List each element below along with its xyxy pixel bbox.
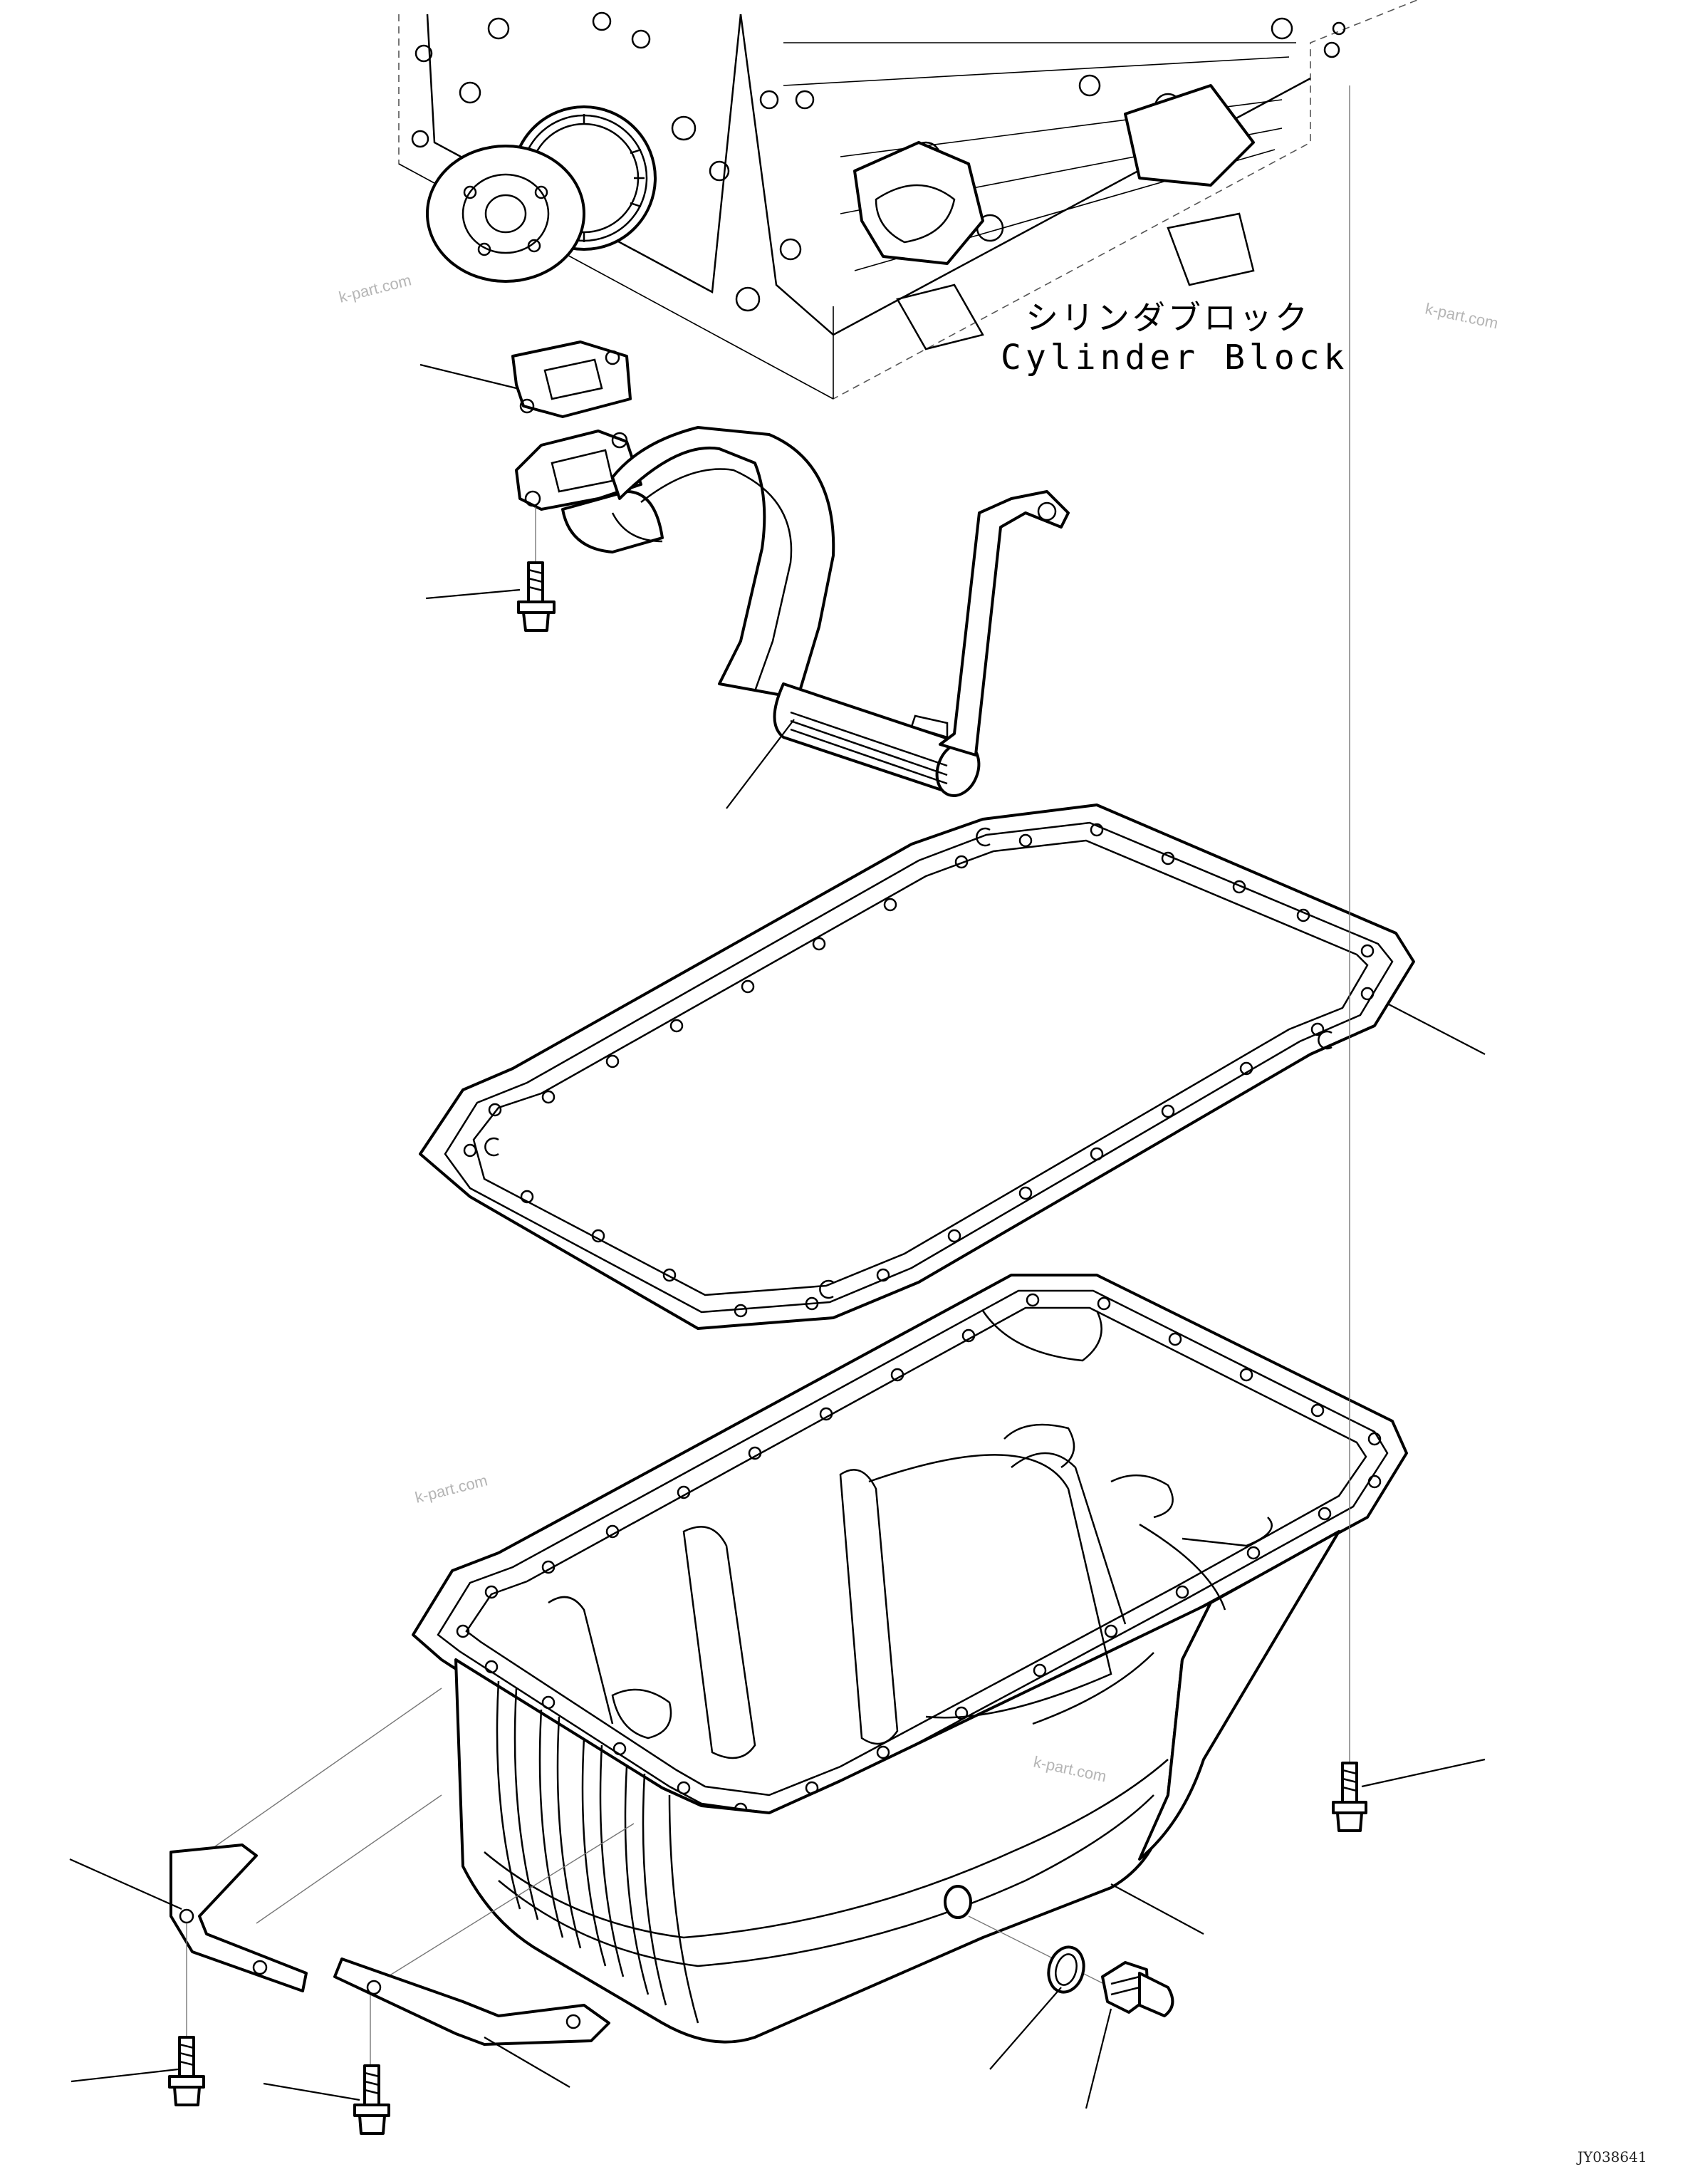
cylinder-block [398, 0, 1418, 400]
leader-line-drain-o-ring [989, 1987, 1062, 2070]
drawing-code: JY038641 [1576, 2148, 1647, 2165]
leader-line-oil-pan [1110, 1883, 1204, 1935]
stiffener-plate-right [333, 1957, 610, 2046]
phantom-line-plate-left [186, 1688, 442, 1867]
phantom-line-drain [968, 1915, 1126, 1995]
watermark-1: k-part.com [337, 271, 413, 306]
strainer-gasket [511, 340, 632, 418]
leader-line-stiffener-plate-right [484, 2037, 570, 2088]
watermark-2: k-part.com [1424, 299, 1500, 332]
leader-line-stiffener-plate-left [69, 1858, 182, 1910]
leader-line-strainer-bolt [425, 588, 521, 600]
oil-strainer-pipe [515, 426, 1070, 797]
cylinder-block-label-en: Cylinder Block [1001, 338, 1349, 378]
plate-bolt-2 [353, 2064, 390, 2135]
leader-line-oil-pan-bolt-right [1361, 1758, 1486, 1788]
cylinder-block-label: シリンダブロック Cylinder Block [1001, 298, 1349, 378]
cylinder-block-label-jp: シリンダブロック [1026, 298, 1310, 337]
watermark-3: k-part.com [413, 1471, 489, 1506]
leader-line-oil-pan-gasket [1388, 1004, 1486, 1055]
oil-pan-gasket [419, 804, 1415, 1330]
strainer-bolt [517, 507, 556, 632]
plate-bolt-1 [168, 2036, 205, 2106]
oil-pan [412, 1274, 1408, 2044]
drain-o-ring [1047, 1945, 1085, 1994]
leader-line-oil-strainer [726, 719, 795, 809]
leader-line-plate-bolt-2 [263, 2082, 360, 2101]
water-pump-pulley [426, 145, 585, 283]
leader-line-plate-bolt-1 [71, 2068, 179, 2083]
stiffener-plate-left [170, 1844, 308, 1992]
phantom-line-plate-right [370, 1823, 635, 1988]
oil-pan-bolt-right [1332, 1762, 1367, 1832]
drain-plug [1101, 1961, 1174, 2017]
leader-line-strainer-gasket [419, 363, 517, 390]
leader-line-drain-plug [1085, 2008, 1112, 2109]
phantom-line-plate-left-b [256, 1794, 442, 1924]
